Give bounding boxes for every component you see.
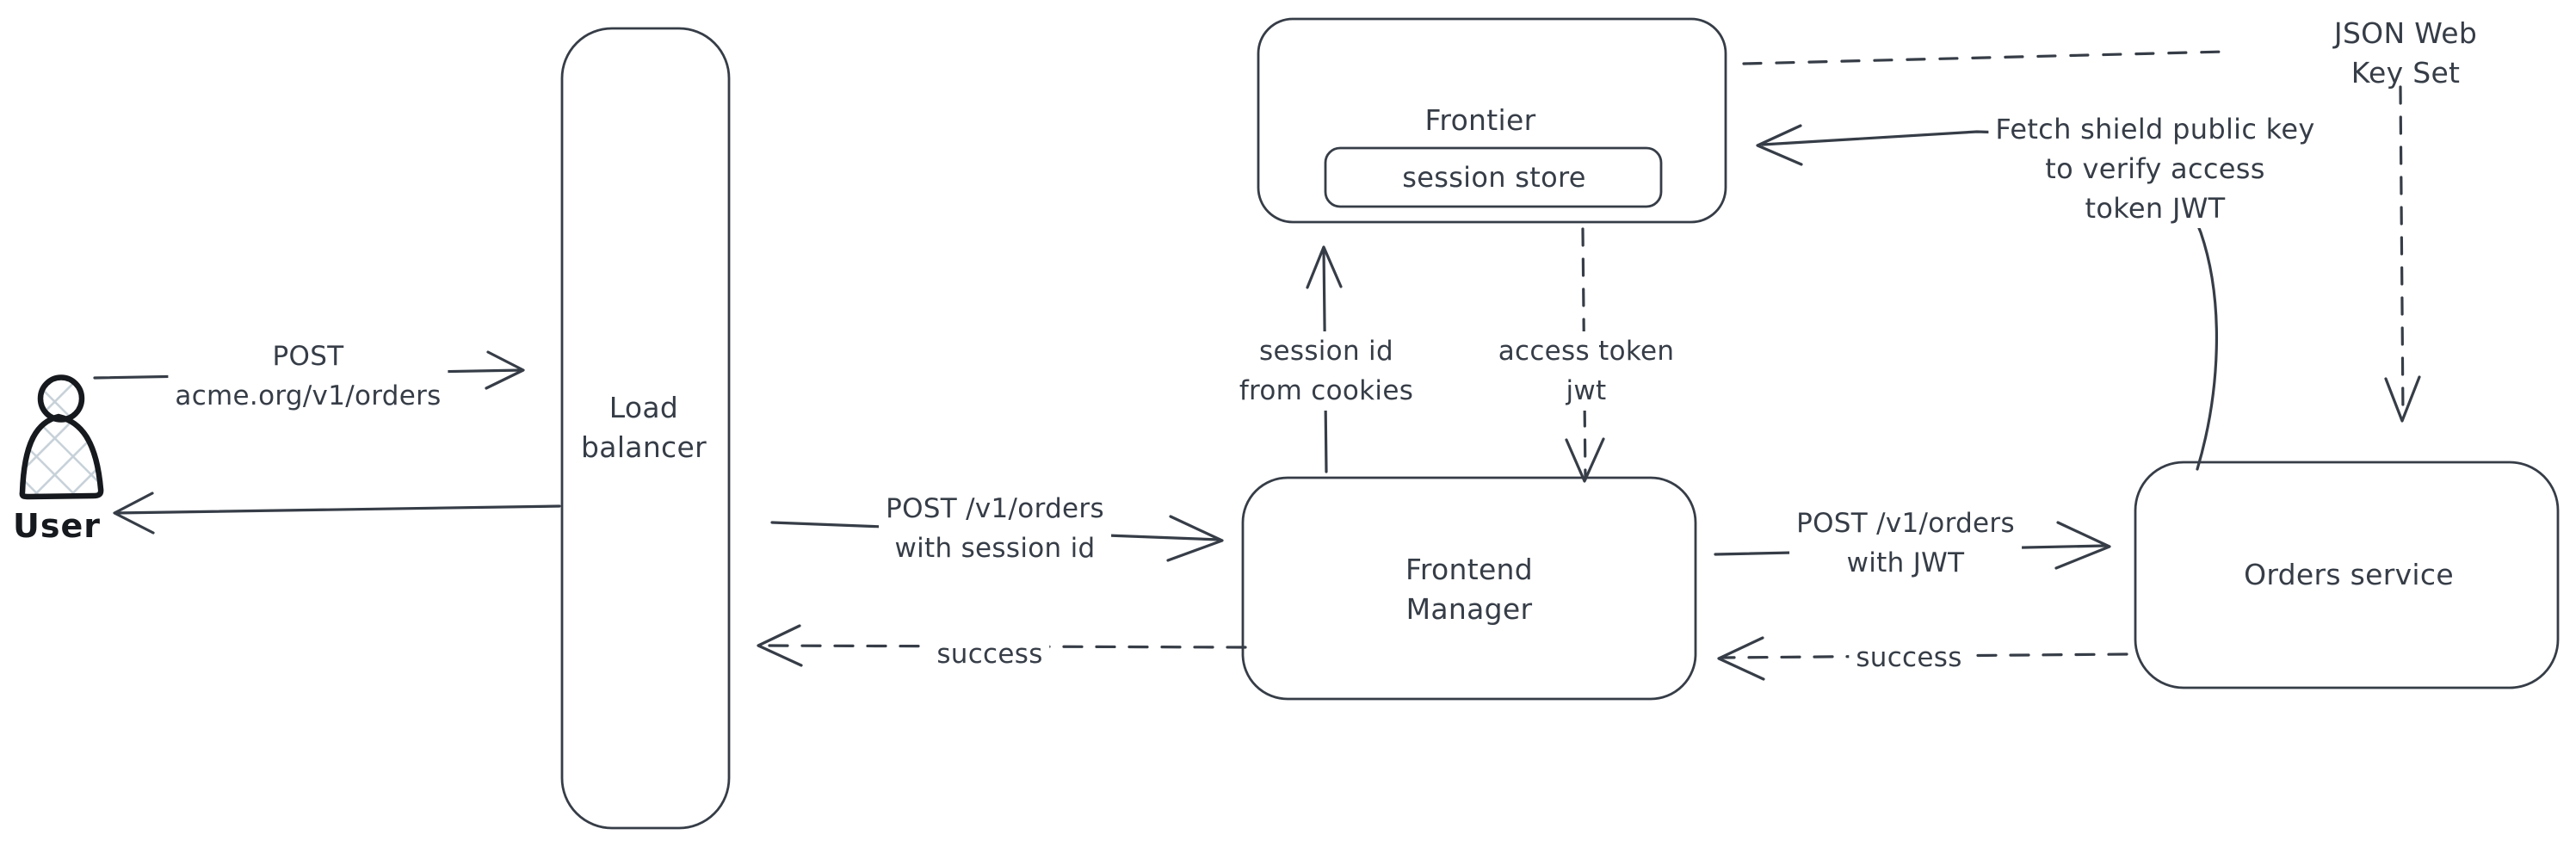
- edge-label-session-id-cookies: session id from cookies: [1232, 331, 1421, 411]
- edge-label-post-session-id: POST /v1/orders with session id: [879, 489, 1111, 568]
- orders-service-label: Orders service: [2244, 558, 2454, 591]
- edge-frontier-to-jwks: [1742, 50, 2227, 65]
- arrowhead-left-icon: [1756, 124, 1803, 166]
- arrowhead-left-icon: [757, 624, 803, 667]
- edge-label-fetch-shield-key: Fetch shield public key to verify access…: [1988, 109, 2322, 228]
- arrowhead-right-icon: [485, 350, 525, 390]
- user-head-shape: [37, 374, 85, 423]
- arrowhead-up-icon: [1306, 245, 1343, 289]
- node-orders-service: [2134, 461, 2560, 689]
- user-body-shape: [19, 413, 104, 500]
- user-figure-icon: [19, 374, 104, 500]
- frontend-manager-label: Frontend Manager: [1405, 553, 1534, 626]
- frontier-label: Frontier: [1424, 103, 1536, 137]
- edge-label-post-acme-orders: POST acme.org/v1/orders: [168, 337, 448, 416]
- node-load-balancer: [560, 27, 731, 830]
- arrowhead-right-icon: [1166, 515, 1224, 562]
- user-label: User: [13, 507, 101, 545]
- load-balancer-label: Load balancer: [581, 391, 707, 464]
- edge-label-success-left: success: [930, 634, 1050, 674]
- edge-load-balancer-to-user: [113, 492, 561, 535]
- edge-label-post-with-jwt: POST /v1/orders with JWT: [1789, 504, 2022, 583]
- edge-label-access-token-jwt: access token jwt: [1491, 331, 1682, 411]
- arrowhead-right-icon: [2054, 521, 2111, 570]
- node-frontend-manager: [1241, 476, 1697, 701]
- arrowhead-left-icon: [113, 492, 155, 535]
- node-session-store: [1324, 146, 1663, 208]
- edge-jwks-to-orders-service: [2384, 85, 2421, 423]
- arrowhead-left-icon: [1717, 636, 1765, 681]
- session-store-label: session store: [1402, 161, 1586, 194]
- jwks-label: JSON Web Key Set: [2333, 16, 2478, 90]
- arrowhead-down-icon: [2384, 375, 2421, 423]
- edge-label-success-right: success: [1849, 638, 1969, 677]
- arrowhead-down-icon: [1565, 437, 1605, 483]
